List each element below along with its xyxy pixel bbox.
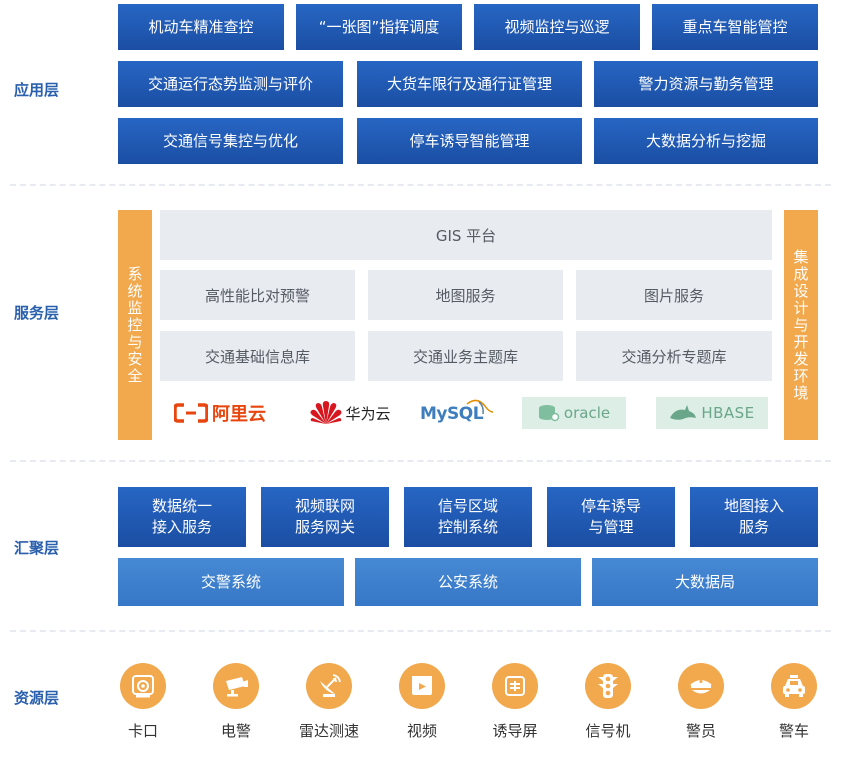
layer-label-resource: 资源层 xyxy=(14,689,60,707)
agg-box-public-security: 公安系统 xyxy=(355,558,581,606)
resource-label: 警员 xyxy=(685,722,716,740)
orca-icon xyxy=(670,405,697,420)
resource-e-police: 电警 xyxy=(199,663,273,741)
resource-checkpoint: 卡口 xyxy=(106,663,180,741)
app-box-parking-guidance: 停车诱导智能管理 xyxy=(357,118,582,164)
oracle-logo: oracle xyxy=(522,397,626,429)
app-box-video-patrol: 视频监控与巡逻 xyxy=(474,4,640,50)
agg-box-map-access: 地图接入 服务 xyxy=(690,487,818,547)
huawei-logo: 华为云 xyxy=(302,398,398,428)
surveillance-camera-icon xyxy=(213,663,259,709)
agg-box-parking: 停车诱导 与管理 xyxy=(547,487,675,547)
app-box-big-data: 大数据分析与挖掘 xyxy=(594,118,818,164)
database-icon xyxy=(538,405,560,422)
app-box-key-vehicle-control: 重点车智能管控 xyxy=(652,4,818,50)
guidance-screen-icon xyxy=(492,663,538,709)
agg-box-signal-system: 信号区域 控制系统 xyxy=(404,487,532,547)
aliyun-icon xyxy=(174,403,208,423)
service-box-basic-db: 交通基础信息库 xyxy=(160,331,355,381)
gis-platform: GIS 平台 xyxy=(160,210,772,260)
traffic-light-icon xyxy=(585,663,631,709)
layer-label-service: 服务层 xyxy=(14,304,60,322)
hbase-logo-text: HBASE xyxy=(701,404,755,422)
agg-box-video-gateway: 视频联网 服务网关 xyxy=(261,487,389,547)
huawei-icon xyxy=(310,401,342,424)
layer-separator xyxy=(10,184,831,186)
resource-label: 卡口 xyxy=(127,722,158,740)
service-box-alert: 高性能比对预警 xyxy=(160,270,355,320)
resource-police-officer: 警员 xyxy=(664,663,738,741)
resource-label: 电警 xyxy=(220,722,251,740)
left-sidebar-security: 系统监控与安全 xyxy=(118,210,152,440)
police-officer-icon xyxy=(678,663,724,709)
resource-video: 视频 xyxy=(385,663,459,741)
resource-label: 雷达测速 xyxy=(298,722,359,740)
mysql-icon xyxy=(466,399,494,415)
right-sidebar-dev-env: 集成设计与开发环境 xyxy=(784,210,818,440)
resource-police-car: 警车 xyxy=(757,663,831,741)
app-box-traffic-monitoring: 交通运行态势监测与评价 xyxy=(118,61,343,107)
hbase-logo: HBASE xyxy=(656,397,768,429)
radar-icon xyxy=(306,663,352,709)
service-box-business-db: 交通业务主题库 xyxy=(368,331,563,381)
aliyun-logo-text: 阿里云 xyxy=(212,404,266,425)
aliyun-logo: 阿里云 xyxy=(168,398,272,428)
layer-separator xyxy=(10,460,831,462)
app-box-signal-control: 交通信号集控与优化 xyxy=(118,118,343,164)
agg-box-data-access: 数据统一 接入服务 xyxy=(118,487,246,547)
checkpoint-camera-icon xyxy=(120,663,166,709)
service-box-image: 图片服务 xyxy=(576,270,772,320)
resource-guidance-screen: 诱导屏 xyxy=(478,663,552,741)
resource-label: 警车 xyxy=(778,722,809,740)
app-box-truck-permit: 大货车限行及通行证管理 xyxy=(357,61,582,107)
layer-label-application: 应用层 xyxy=(14,81,60,99)
service-box-analysis-db: 交通分析专题库 xyxy=(576,331,772,381)
mysql-logo-text: MySQL xyxy=(420,404,484,424)
app-box-vehicle-check: 机动车精准查控 xyxy=(118,4,284,50)
app-box-police-resources: 警力资源与勤务管理 xyxy=(594,61,818,107)
layer-separator xyxy=(10,630,831,632)
resource-signal-machine: 信号机 xyxy=(571,663,645,741)
resource-radar: 雷达测速 xyxy=(292,663,366,741)
resource-label: 视频 xyxy=(406,722,437,740)
police-car-icon xyxy=(771,663,817,709)
service-box-map: 地图服务 xyxy=(368,270,563,320)
agg-box-traffic-police: 交警系统 xyxy=(118,558,344,606)
mysql-logo: MySQL xyxy=(418,398,498,428)
video-icon xyxy=(399,663,445,709)
app-box-command-dispatch: “一张图”指挥调度 xyxy=(296,4,462,50)
huawei-logo-text: 华为云 xyxy=(345,404,391,423)
resource-label: 信号机 xyxy=(585,722,631,740)
agg-box-big-data-bureau: 大数据局 xyxy=(592,558,818,606)
oracle-logo-text: oracle xyxy=(563,404,611,422)
resource-label: 诱导屏 xyxy=(492,722,538,740)
layer-label-aggregation: 汇聚层 xyxy=(14,539,60,557)
